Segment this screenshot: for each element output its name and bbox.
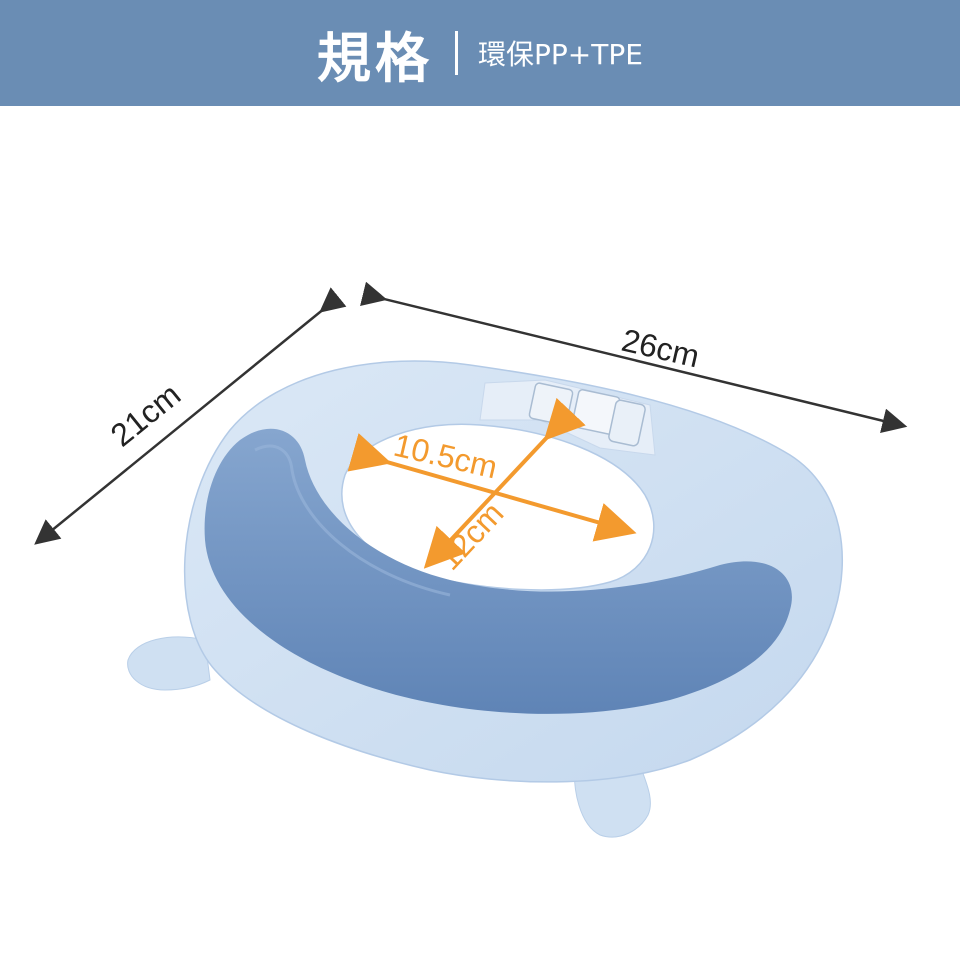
- banner-material: 環保PP+TPE: [478, 38, 643, 71]
- outer-dimension-arrows: [34, 281, 908, 545]
- collar-cushion-pad: [204, 428, 792, 714]
- strap-buckle-left: [528, 382, 574, 426]
- inner-depth-arrow: [423, 397, 586, 569]
- product-illustration: 26cm 21cm 10.5cm 12cm: [34, 281, 908, 838]
- banner-content: 規格 環保PP+TPE: [317, 14, 643, 93]
- width-dimension-arrow: [360, 281, 908, 433]
- depth-dimension-arrow: [34, 287, 347, 545]
- collar-left-fin: [127, 636, 211, 691]
- depth-label: 21cm: [104, 376, 187, 453]
- inner-dimension-arrows: [347, 397, 637, 569]
- collar-product: [127, 360, 844, 838]
- banner-title: 規格: [317, 26, 434, 90]
- banner-divider: [455, 31, 459, 75]
- inner-width-label: 10.5cm: [390, 427, 500, 486]
- width-label: 26cm: [618, 322, 702, 375]
- spec-banner: 規格 環保PP+TPE: [0, 0, 960, 106]
- inner-depth-label: 12cm: [431, 495, 511, 577]
